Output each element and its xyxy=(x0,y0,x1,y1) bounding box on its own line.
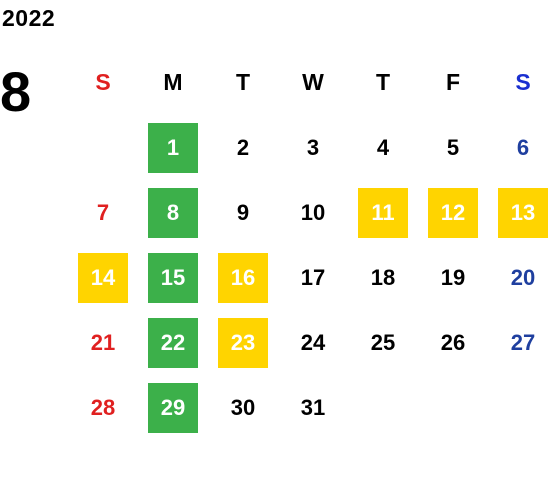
day-cell: 5 xyxy=(446,134,460,160)
week-row: 14 15 16 17 18 19 20 xyxy=(68,245,548,310)
day-cell: 6 xyxy=(516,134,530,160)
weekday-sunday: S xyxy=(95,69,111,95)
day-cell: 7 xyxy=(96,199,110,225)
week-row: 1 2 3 4 5 6 xyxy=(68,115,548,180)
day-cell: 23 xyxy=(218,317,268,368)
day-cell: 27 xyxy=(510,329,536,355)
weekday-tuesday: T xyxy=(235,69,251,95)
day-cell: 30 xyxy=(230,394,256,420)
week-row: 28 29 30 31 xyxy=(68,375,548,440)
week-row: 7 8 9 10 11 12 13 xyxy=(68,180,548,245)
day-cell xyxy=(78,123,128,173)
day-cell: 10 xyxy=(300,199,326,225)
day-cell: 20 xyxy=(510,264,536,290)
day-cell: 8 xyxy=(148,187,198,238)
day-cell: 29 xyxy=(148,382,198,433)
day-cell xyxy=(428,383,478,433)
day-cell: 24 xyxy=(300,329,326,355)
weekday-thursday: T xyxy=(375,69,391,95)
day-cell: 11 xyxy=(358,187,408,238)
day-cell: 31 xyxy=(300,394,326,420)
weekday-wednesday: W xyxy=(302,69,324,95)
day-cell: 4 xyxy=(376,134,390,160)
day-cell xyxy=(498,383,548,433)
weekday-saturday: S xyxy=(515,69,531,95)
day-cell xyxy=(358,383,408,433)
day-cell: 2 xyxy=(236,134,250,160)
year-label: 2022 xyxy=(2,5,56,31)
calendar-grid: S M T W T F S 1 2 3 4 5 6 7 8 9 10 11 12… xyxy=(68,50,548,440)
day-cell: 18 xyxy=(370,264,396,290)
day-cell: 21 xyxy=(90,329,116,355)
day-cell: 19 xyxy=(440,264,466,290)
week-row: 21 22 23 24 25 26 27 xyxy=(68,310,548,375)
month-number: 8 xyxy=(0,60,32,123)
day-cell: 15 xyxy=(148,252,198,303)
day-cell: 1 xyxy=(148,122,198,173)
weekday-header-row: S M T W T F S xyxy=(68,50,548,115)
weekday-friday: F xyxy=(445,69,461,95)
day-cell: 28 xyxy=(90,394,116,420)
day-cell: 26 xyxy=(440,329,466,355)
day-cell: 22 xyxy=(148,317,198,368)
day-cell: 14 xyxy=(78,252,128,303)
weekday-monday: M xyxy=(163,69,183,95)
day-cell: 9 xyxy=(236,199,250,225)
day-cell: 25 xyxy=(370,329,396,355)
day-cell: 3 xyxy=(306,134,320,160)
day-cell: 12 xyxy=(428,187,478,238)
day-cell: 17 xyxy=(300,264,326,290)
day-cell: 13 xyxy=(498,187,548,238)
day-cell: 16 xyxy=(218,252,268,303)
